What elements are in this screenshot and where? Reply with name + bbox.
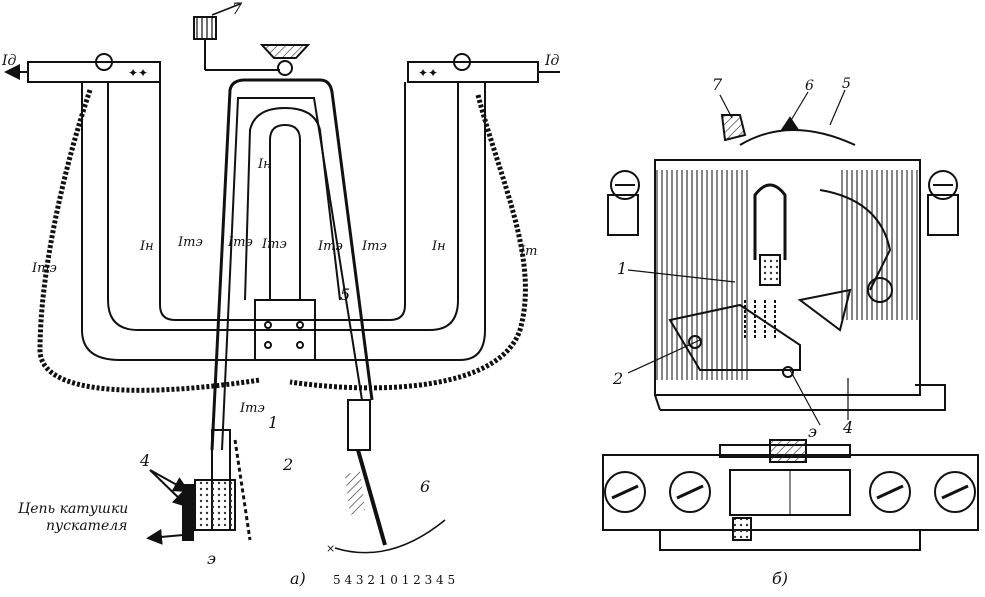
release-lever bbox=[819, 189, 892, 291]
current-in-left: Iн bbox=[139, 239, 154, 254]
caption-line-2: пускателя bbox=[46, 518, 127, 534]
bimetal-b bbox=[753, 183, 787, 260]
adjust-knob-7 bbox=[193, 16, 217, 40]
panel-b-labels: 7 6 5 1 2 э 4 б) bbox=[612, 75, 853, 588]
panel-a-labels: 7 5 1 2 4 э 6 Iд Iд Iн Iн Iн Iтэ Iтэ Iтэ… bbox=[1, 0, 560, 588]
spring-b bbox=[744, 300, 776, 340]
callout-e-b: э bbox=[808, 422, 817, 441]
callout-4-b: 4 bbox=[842, 418, 853, 437]
current-ite-3: Iтэ bbox=[261, 237, 287, 252]
heater-plate-5 bbox=[254, 299, 316, 361]
right-terminal-nut: ✦✦ bbox=[418, 66, 438, 80]
callout-2-a: 2 bbox=[282, 455, 293, 474]
panel-b bbox=[602, 89, 979, 551]
knob-6-b bbox=[780, 116, 800, 131]
wall-hatch bbox=[233, 439, 252, 541]
u-yoke bbox=[81, 82, 486, 361]
left-terminal-nut: ✦✦ bbox=[128, 66, 148, 80]
current-in-right: Iн bbox=[431, 239, 446, 254]
bimetal-middle bbox=[221, 97, 363, 451]
pivot-support bbox=[259, 44, 311, 59]
current-ite-2: Iтэ bbox=[227, 235, 253, 250]
knob-7-b bbox=[720, 114, 747, 142]
current-it-right: Iт bbox=[519, 244, 537, 259]
indicator-arm-6 bbox=[347, 399, 371, 451]
callout-1-b: 1 bbox=[617, 259, 627, 278]
latch bbox=[797, 288, 852, 332]
panel-a: ✦✦ ✦✦ bbox=[4, 3, 560, 554]
callout-7-a: 7 bbox=[232, 0, 243, 18]
callout-5-b: 5 bbox=[842, 76, 851, 92]
contacts-4 bbox=[182, 484, 194, 541]
scale-ticks: 5 4 3 2 1 0 1 2 3 4 5 bbox=[333, 573, 455, 587]
callout-6-a: 6 bbox=[420, 477, 430, 496]
callout-7-b: 7 bbox=[712, 75, 723, 94]
panel-b-label: б) bbox=[772, 569, 788, 588]
caption-line-1: Цепь катушки bbox=[18, 501, 128, 517]
callout-e-a: э bbox=[207, 549, 216, 568]
block-base bbox=[659, 529, 921, 551]
callout-5-a: 5 bbox=[340, 285, 350, 304]
pointer bbox=[356, 449, 387, 546]
terminal-screw-left bbox=[610, 170, 640, 200]
current-id-left: Iд bbox=[1, 53, 17, 69]
contact-block bbox=[194, 479, 236, 531]
left-screw bbox=[95, 53, 113, 71]
current-ite-5: Iтэ bbox=[361, 239, 387, 254]
inner-u bbox=[159, 82, 406, 321]
inner-loop bbox=[269, 123, 301, 300]
current-ite-4: Iтэ bbox=[317, 239, 343, 254]
bimetal-inner bbox=[244, 106, 341, 301]
right-screw bbox=[453, 53, 471, 71]
left-braid bbox=[37, 89, 261, 393]
scale-arc bbox=[334, 519, 446, 554]
current-ite-bottom: Iтэ bbox=[239, 401, 265, 416]
bimetal-outer bbox=[210, 78, 374, 451]
heater-b bbox=[759, 254, 781, 286]
pivot bbox=[277, 60, 293, 76]
callout-2-b: 2 bbox=[612, 369, 623, 388]
right-braid bbox=[289, 94, 528, 391]
panel-a-label: а) bbox=[290, 569, 306, 588]
lever-plate bbox=[668, 303, 801, 371]
current-id-right: Iд bbox=[544, 53, 560, 69]
callout-4-a: 4 bbox=[139, 451, 150, 470]
current-ite-left: Iтэ bbox=[31, 261, 57, 276]
current-in-center: Iн bbox=[257, 157, 272, 172]
callout-6-b: 6 bbox=[805, 78, 814, 94]
callout-1-a: 1 bbox=[268, 413, 278, 432]
current-ite-1: Iтэ bbox=[177, 235, 203, 250]
scale-cross: × bbox=[326, 542, 335, 555]
top-cover bbox=[739, 129, 856, 146]
terminal-screws-row bbox=[604, 471, 976, 513]
housing-base bbox=[660, 384, 946, 411]
terminal-screw-right bbox=[928, 170, 958, 200]
